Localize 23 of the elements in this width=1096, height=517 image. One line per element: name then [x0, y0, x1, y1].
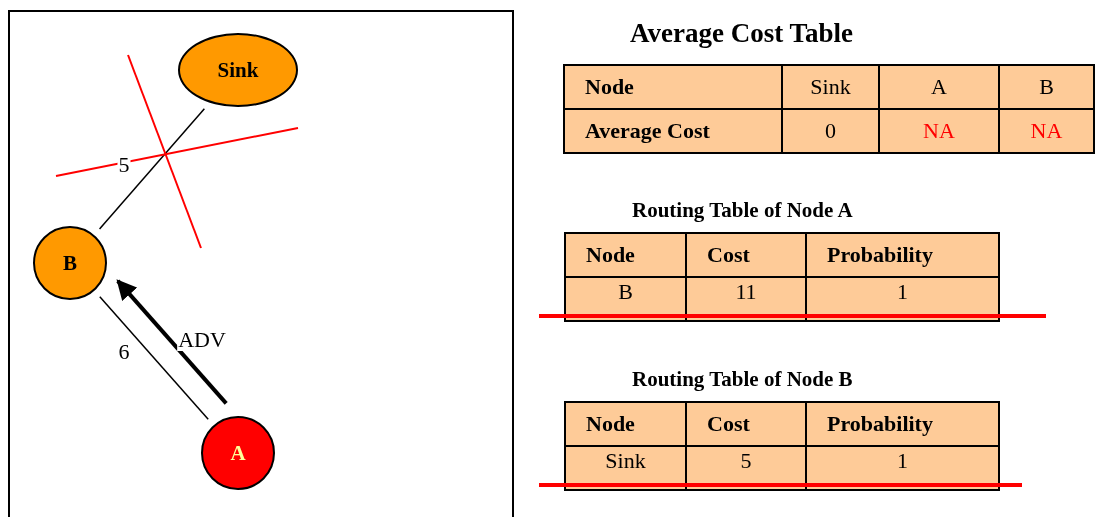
- node-label: Sink: [217, 57, 259, 83]
- table-title: Average Cost Table: [630, 18, 853, 49]
- connector-line: [98, 107, 206, 230]
- header-cell: Node: [565, 402, 686, 446]
- table-cell: NA: [999, 109, 1094, 153]
- node-label: A: [230, 440, 246, 466]
- header-cell: Cost: [686, 233, 806, 277]
- table-cell: Sink: [782, 65, 879, 109]
- node-label: B: [63, 250, 77, 276]
- arrow: [116, 279, 228, 405]
- table-cell: 0: [782, 109, 879, 153]
- table-cell: NA: [879, 109, 999, 153]
- table-title: Routing Table of Node B: [632, 367, 853, 392]
- table-title: Routing Table of Node A: [632, 198, 853, 223]
- header-cell: Average Cost: [564, 109, 782, 153]
- header-cell: Node: [564, 65, 782, 109]
- header-cell: Probability: [806, 233, 999, 277]
- table-cell: A: [879, 65, 999, 109]
- header-cell: Node: [565, 233, 686, 277]
- table-cell: B: [999, 65, 1094, 109]
- header-cell: Cost: [686, 402, 806, 446]
- connector-line: [99, 295, 209, 421]
- header-cell: Probability: [806, 402, 999, 446]
